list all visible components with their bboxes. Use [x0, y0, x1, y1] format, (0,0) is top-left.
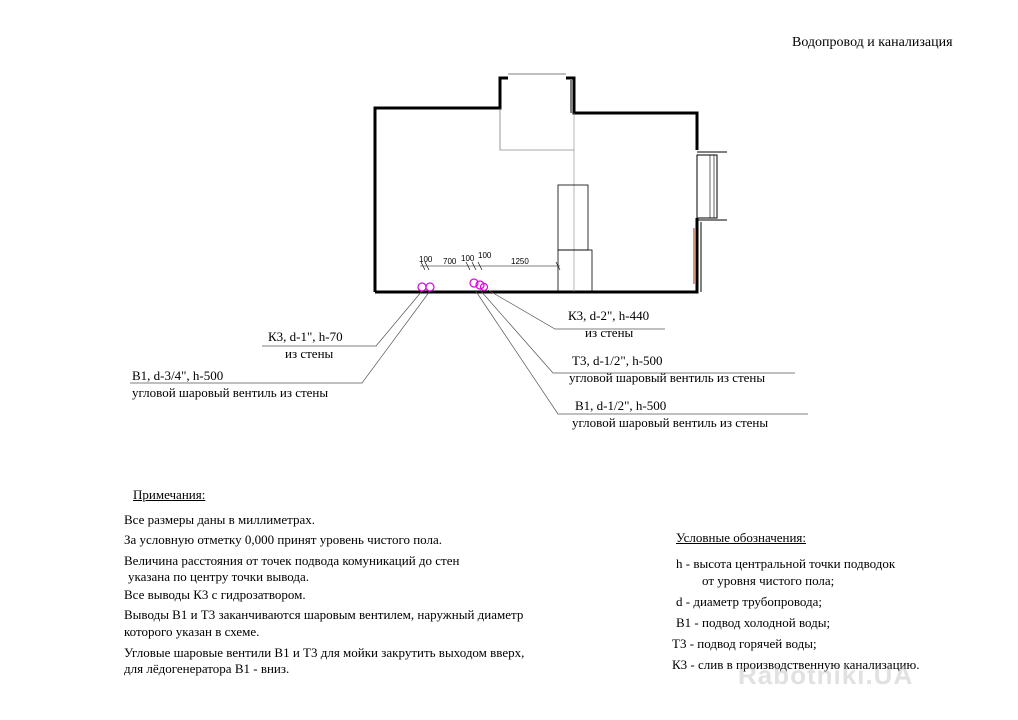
callout-b1-left: В1, d-3/4", h-500 угловой шаровый вентил…: [132, 367, 328, 401]
legend-item: h - высота центральной точки подводок: [676, 556, 896, 571]
note-item: для лёдогенератора В1 - вниз.: [124, 661, 290, 676]
dimension-label: 1250: [511, 257, 529, 266]
legend-item: В1 - подвод холодной воды;: [676, 615, 831, 630]
dimension-label: 100: [461, 254, 475, 263]
callout-line: из стены: [285, 346, 334, 361]
callout-line: угловой шаровый вентиль из стены: [572, 415, 769, 430]
note-item: которого указан в схеме.: [124, 624, 260, 639]
callout-b1-right: В1, d-1/2", h-500 угловой шаровый вентил…: [572, 397, 769, 431]
callout-k3-left: К3, d-1", h-70 из стены: [268, 328, 343, 362]
legend-heading: Условные обозначения:: [676, 530, 807, 545]
notes-heading: Примечания:: [133, 487, 206, 502]
callout-line: В1, d-3/4", h-500: [132, 368, 224, 383]
callout-line: К3, d-2", h-440: [568, 308, 650, 323]
watermark: Rabotniki.UA: [738, 660, 914, 690]
callout-line: Т3, d-1/2", h-500: [572, 353, 663, 368]
legend-item: от уровня чистого пола;: [702, 573, 835, 588]
callout-line: из стены: [585, 325, 634, 340]
note-item: Величина расстояния от точек подвода ком…: [124, 553, 460, 568]
callout-line: угловой шаровый вентиль из стены: [569, 370, 766, 385]
callout-line: В1, d-1/2", h-500: [575, 398, 667, 413]
note-item: Все размеры даны в миллиметрах.: [124, 512, 316, 527]
note-item: указана по центру точки вывода.: [128, 569, 309, 584]
legend-item: d - диаметр трубопровода;: [676, 594, 822, 609]
note-item: Угловые шаровые вентили В1 и Т3 для мойк…: [124, 645, 525, 660]
note-item: Все выводы К3 с гидрозатвором.: [124, 587, 306, 602]
note-item: Выводы В1 и Т3 заканчиваются шаровым вен…: [124, 607, 524, 622]
dimension-label: 700: [443, 257, 457, 266]
dimension-label: 100: [478, 251, 492, 260]
callout-line: К3, d-1", h-70: [268, 329, 343, 344]
legend-item: К3 - слив в производственную канализацию…: [672, 657, 920, 672]
legend-item: Т3 - подвод горячей воды;: [672, 636, 817, 651]
walls: [373, 73, 727, 294]
dimension-label: 100: [419, 255, 433, 264]
callout-line: угловой шаровый вентиль из стены: [132, 385, 329, 400]
note-item: За условную отметку 0,000 принят уровень…: [124, 532, 442, 547]
callout-t3-right: Т3, d-1/2", h-500 угловой шаровый вентил…: [569, 352, 766, 386]
dimension-line: [420, 261, 561, 271]
leader-lines: [130, 289, 808, 415]
drawing-title: Водопровод и канализация: [792, 35, 953, 50]
pipe-markers: [417, 278, 489, 292]
callout-k3-right: К3, d-2", h-440 из стены: [568, 307, 649, 341]
